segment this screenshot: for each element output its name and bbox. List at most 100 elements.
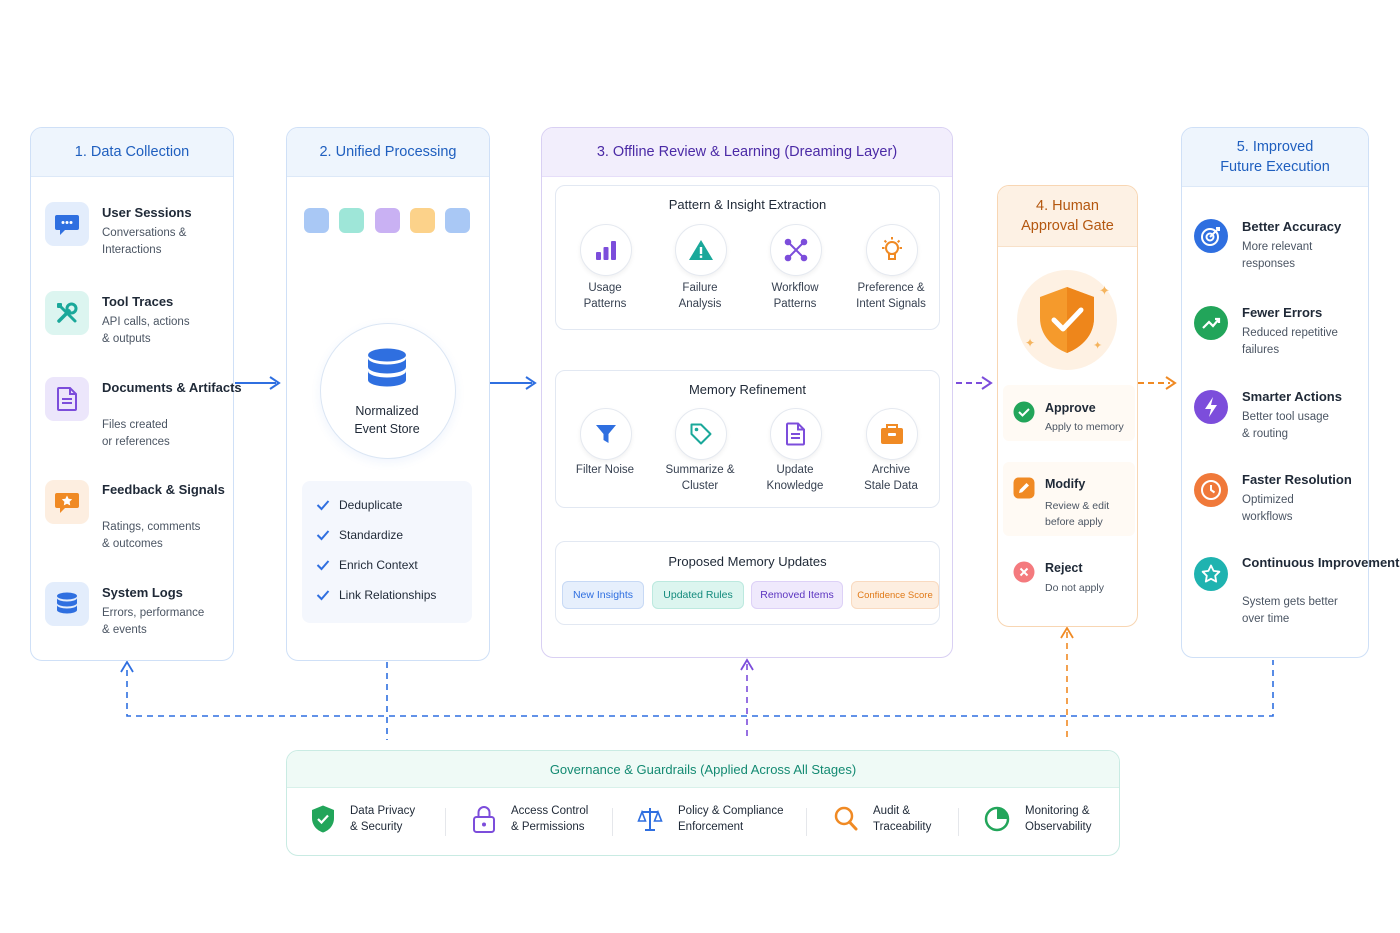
governance-item-access: Access Control & Permissions (471, 803, 588, 835)
approve-subtitle: Apply to memory (1045, 421, 1124, 433)
subbox-title: Memory Refinement (688, 382, 807, 397)
event-block (375, 208, 400, 233)
loop-arrowhead-left (120, 660, 134, 673)
event-block (304, 208, 329, 233)
item-subtitle: More relevant responses (1242, 241, 1313, 270)
governance-panel: Governance & Guardrails (Applied Across … (286, 750, 1120, 856)
governance-divider (445, 808, 446, 836)
processing-steps-box (302, 481, 472, 623)
sparkle-icon: ✦ (1099, 283, 1110, 298)
shield-check-icon (1036, 285, 1098, 360)
refinement-label: Filter Noise (575, 464, 635, 476)
governance-loop (126, 660, 1274, 717)
lock-icon (473, 806, 495, 833)
trend-up-icon (1194, 306, 1228, 345)
lightning-icon (1194, 390, 1228, 429)
item-title: Smarter Actions (1242, 389, 1342, 404)
item-title: Better Accuracy (1242, 219, 1342, 234)
item-subtitle: System gets better over time (1242, 596, 1338, 625)
extraction-label: Workflow Patterns (771, 282, 819, 310)
archive-icon (866, 408, 918, 460)
check-icon (316, 500, 330, 511)
arrow-gate-to-execution (1138, 376, 1177, 390)
check-icon (316, 530, 330, 541)
governance-label: Audit & Traceability (873, 805, 932, 833)
reject-subtitle: Do not apply (1045, 582, 1104, 594)
extraction-label: Preference & Intent Signals (856, 282, 926, 310)
governance-item-audit: Audit & Traceability (833, 803, 931, 835)
item-subtitle: API calls, actions & outputs (102, 316, 190, 345)
bar-chart-icon (580, 224, 632, 276)
arrow-processing-to-review (490, 376, 537, 390)
item-subtitle: Errors, performance & events (102, 607, 205, 636)
step-label: Deduplicate (339, 498, 403, 512)
step-label: Standardize (339, 528, 404, 542)
reject-title: Reject (1045, 561, 1083, 575)
item-title: Tool Traces (102, 294, 174, 309)
event-store-label: Normalized Event Store (354, 404, 420, 436)
governance-label: Policy & Compliance Enforcement (678, 805, 784, 833)
item-title: Continuous Improvement (1242, 555, 1400, 570)
governance-item-monitoring: Monitoring & Observability (983, 803, 1091, 835)
check-circle-icon (1013, 401, 1035, 428)
pie-chart-icon (984, 806, 1010, 832)
shield-icon (312, 805, 334, 833)
subbox-title: Pattern & Insight Extraction (668, 197, 827, 212)
arrow-review-to-gate (946, 376, 993, 390)
extraction-label: Failure Analysis (678, 282, 722, 310)
event-block (445, 208, 470, 233)
scales-icon (637, 808, 663, 831)
refinement-label: Update Knowledge (766, 464, 824, 492)
item-subtitle: Files created or references (102, 419, 170, 448)
filter-icon (580, 408, 632, 460)
governance-divider (958, 808, 959, 836)
item-title: System Logs (102, 585, 183, 600)
chip-new-insights: New Insights (562, 581, 644, 609)
tools-icon (45, 291, 89, 335)
stage5-title: 5. Improved Future Execution (1182, 128, 1368, 187)
item-subtitle: Reduced repetitive failures (1242, 327, 1338, 356)
stage4-title: 4. Human Approval Gate (998, 186, 1137, 247)
check-icon (316, 590, 330, 601)
item-subtitle: Conversations & Interactions (102, 227, 187, 256)
document-icon (45, 377, 89, 421)
step-standardize: Standardize (316, 528, 403, 542)
sparkle-icon: ✦ (1025, 336, 1036, 350)
chip-removed-items: Removed Items (751, 581, 843, 609)
item-title: User Sessions (102, 205, 192, 220)
item-title: Fewer Errors (1242, 305, 1323, 320)
governance-link-gate (1060, 626, 1074, 740)
step-enrich-context: Enrich Context (316, 558, 418, 572)
extraction-label: Usage Patterns (583, 282, 627, 310)
stage3-title: 3. Offline Review & Learning (Dreaming L… (542, 128, 952, 177)
database-icon (45, 582, 89, 626)
lightbulb-icon (866, 224, 918, 276)
edit-icon (1013, 477, 1035, 504)
governance-label: Data Privacy & Security (350, 805, 416, 833)
database-icon (366, 347, 408, 398)
reject-icon[interactable] (1013, 561, 1035, 588)
warning-icon (675, 224, 727, 276)
governance-label: Monitoring & Observability (1025, 805, 1092, 833)
item-title: Faster Resolution (1242, 472, 1352, 487)
approve-title: Approve (1045, 401, 1096, 415)
modify-title: Modify (1045, 477, 1086, 491)
step-link-relationships: Link Relationships (316, 588, 436, 602)
item-subtitle: Better tool usage & routing (1242, 411, 1329, 440)
feedback-icon (45, 480, 89, 524)
arrow-collection-to-processing (235, 376, 281, 390)
refinement-label: Summarize & Cluster (665, 464, 735, 492)
target-icon (1194, 219, 1228, 258)
governance-title: Governance & Guardrails (Applied Across … (287, 751, 1119, 788)
governance-divider (806, 808, 807, 836)
document-icon (770, 408, 822, 460)
chat-icon (45, 202, 89, 246)
event-store-circle (320, 323, 456, 459)
step-label: Enrich Context (339, 558, 418, 572)
step-deduplicate: Deduplicate (316, 498, 402, 512)
tag-icon (675, 408, 727, 460)
governance-item-policy: Policy & Compliance Enforcement (636, 803, 783, 835)
governance-item-privacy: Data Privacy & Security (310, 803, 415, 835)
refinement-label: Archive Stale Data (864, 464, 918, 492)
modify-option[interactable] (1003, 462, 1135, 536)
